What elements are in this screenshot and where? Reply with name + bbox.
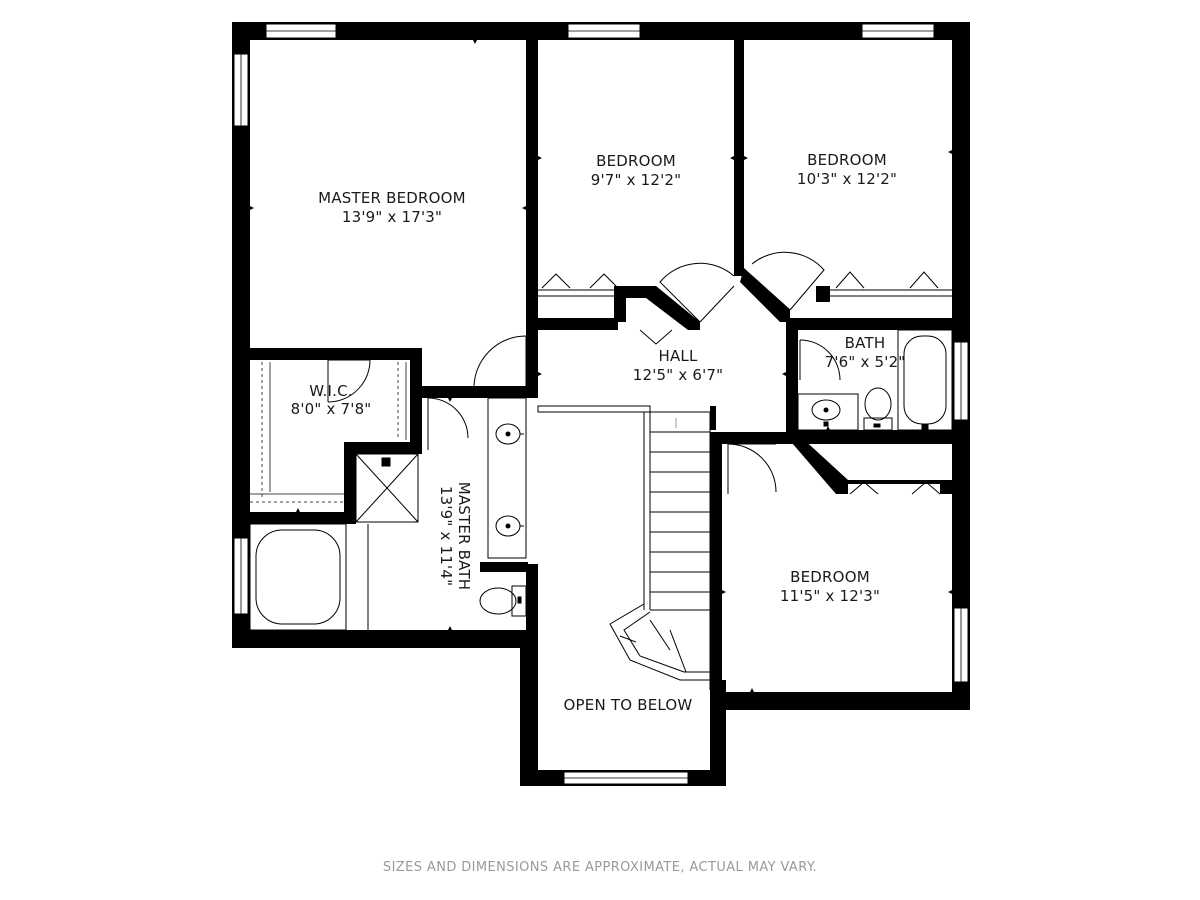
bath-sink — [797, 393, 859, 431]
staircase — [537, 405, 716, 690]
bedroom-1-dims: 9'7" x 12'2" — [591, 171, 682, 189]
master-bath-name: MASTER BATH — [455, 482, 473, 591]
interior-walls — [232, 40, 954, 696]
window-lines — [240, 30, 962, 779]
master-vanity — [487, 397, 527, 559]
wic-name: W.I.C. — [309, 382, 353, 400]
dimension-ticks — [250, 40, 952, 692]
master-shower — [355, 453, 419, 523]
hall-name: HALL — [658, 347, 697, 365]
bedroom-2-name: BEDROOM — [807, 151, 887, 169]
master-bedroom-name: MASTER BEDROOM — [318, 189, 466, 207]
wic-shelf-edges — [250, 362, 407, 495]
room-labels: MASTER BEDROOM 13'9" x 17'3" BEDROOM 9'7… — [291, 151, 906, 714]
bedroom-3-dims: 11'5" x 12'3" — [780, 587, 880, 605]
disclaimer-note: SIZES AND DIMENSIONS ARE APPROXIMATE, AC… — [382, 860, 818, 875]
open-to-below-label: OPEN TO BELOW — [564, 696, 693, 714]
bath-tub — [897, 329, 953, 431]
bedroom-2-dims: 10'3" x 12'2" — [797, 170, 897, 188]
master-toilet — [479, 585, 527, 617]
closet-doors — [538, 271, 952, 495]
bath-dims: 7'6" x 5'2" — [825, 353, 906, 371]
master-bedroom-dims: 13'9" x 17'3" — [342, 208, 442, 226]
master-tub — [249, 523, 369, 631]
bath-name: BATH — [845, 334, 886, 352]
bath-toilet — [863, 387, 893, 431]
wic-shelving — [250, 362, 399, 503]
master-bath-dims: 13'9" x 11'4" — [437, 486, 455, 586]
wic-dims: 8'0" x 7'8" — [291, 400, 372, 418]
doors — [327, 251, 841, 494]
exterior-walls — [232, 22, 970, 786]
bedroom-3-name: BEDROOM — [790, 568, 870, 586]
bedroom-1-name: BEDROOM — [596, 152, 676, 170]
hall-dims: 12'5" x 6'7" — [633, 366, 724, 384]
